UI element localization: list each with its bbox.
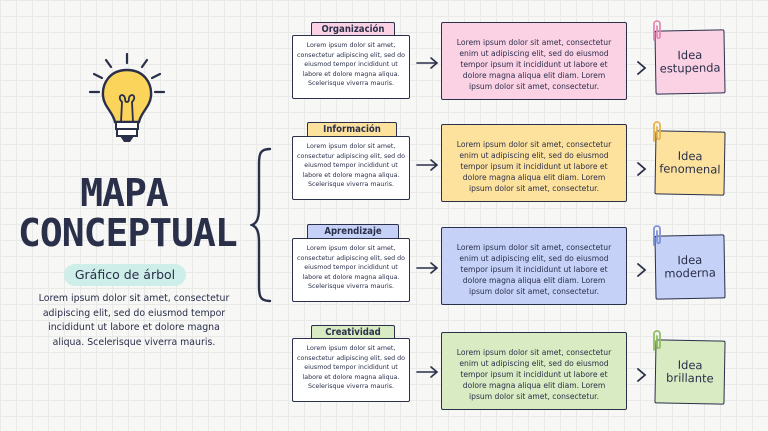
- note-label: Idea brillante: [665, 357, 714, 386]
- intro-text: Lorem ipsum dolor sit amet, consectetur …: [38, 293, 230, 348]
- page-title-line2: CONCEPTUAL: [18, 211, 238, 255]
- small-text-box: Lorem ipsum dolor sit amet, consectetur …: [292, 136, 410, 200]
- small-text-box: Lorem ipsum dolor sit amet, consectetur …: [292, 338, 410, 402]
- chevron-right-icon: [637, 368, 647, 382]
- paperclip-icon: [653, 225, 661, 246]
- small-text-box: Lorem ipsum dolor sit amet, consectetur …: [292, 238, 410, 302]
- note-label: Idea estupenda: [659, 47, 721, 76]
- chevron-right-icon: [637, 61, 647, 75]
- chevron-right-icon: [637, 162, 647, 176]
- sticky-note: Idea estupenda: [654, 29, 726, 95]
- detail-text-box: Lorem ipsum dolor sit amet, consectetur …: [441, 22, 627, 100]
- detail-text-box: Lorem ipsum dolor sit amet, consectetur …: [441, 227, 627, 305]
- detail-text-box: Lorem ipsum dolor sit amet, consectetur …: [441, 332, 627, 410]
- sticky-note: Idea brillante: [654, 339, 726, 405]
- sticky-note: Idea moderna: [654, 234, 726, 300]
- note-label: Idea moderna: [664, 252, 716, 281]
- arrow-right-icon: [416, 366, 439, 378]
- note-label: Idea fenomenal: [659, 148, 721, 177]
- paperclip-icon: [653, 330, 661, 351]
- curly-brace-icon: [250, 147, 272, 303]
- lightbulb-icon: [88, 52, 166, 142]
- detail-text-box: Lorem ipsum dolor sit amet, consectetur …: [441, 124, 627, 202]
- subtitle-badge: Gráfico de árbol: [64, 264, 186, 286]
- arrow-right-icon: [416, 57, 439, 69]
- arrow-right-icon: [416, 159, 439, 171]
- sticky-note: Idea fenomenal: [654, 130, 726, 196]
- arrow-right-icon: [416, 262, 439, 274]
- page-title-line1: MAPA: [80, 171, 169, 215]
- paperclip-icon: [653, 121, 661, 142]
- paperclip-icon: [653, 20, 661, 41]
- chevron-right-icon: [637, 263, 647, 277]
- small-text-box: Lorem ipsum dolor sit amet, consectetur …: [292, 35, 410, 99]
